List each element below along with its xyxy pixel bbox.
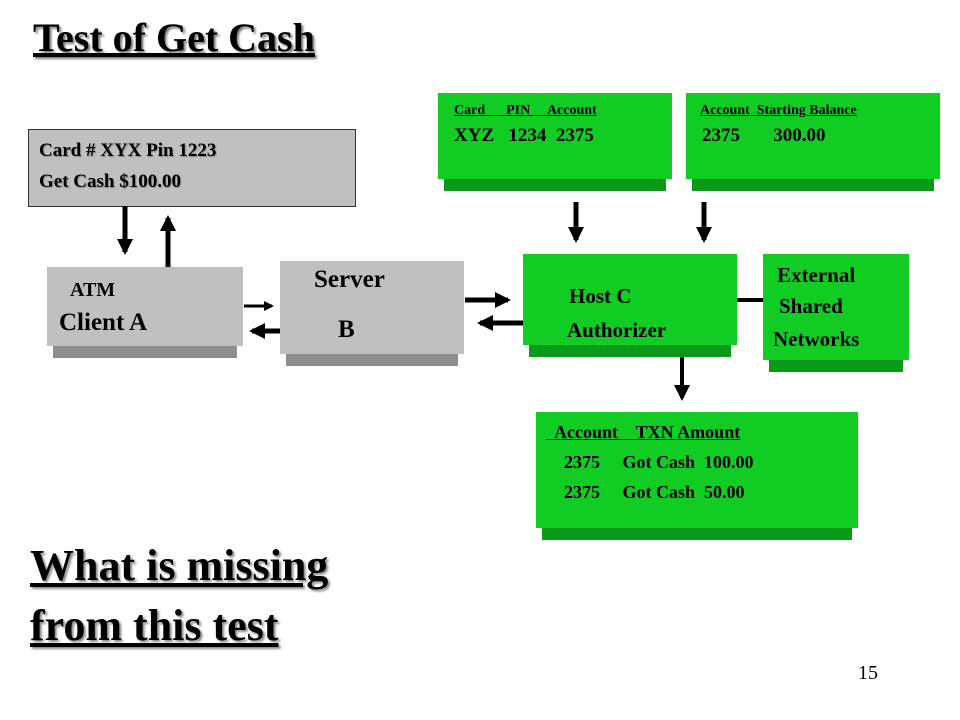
shared-label: Shared: [779, 294, 843, 318]
card-pin-table: Card PIN Account XYZ 1234 2375: [438, 93, 672, 191]
external-networks-box: External Shared Networks: [763, 254, 909, 372]
page-number: 15: [858, 662, 878, 684]
external-label: External: [777, 263, 856, 287]
authorizer-label: Authorizer: [567, 318, 667, 342]
transaction-table: Account TXN Amount 2375 Got Cash 100.00 …: [536, 412, 858, 540]
host-authorizer-box: Host C Authorizer: [523, 254, 737, 357]
card-input-line1: Card # XYX Pin 1223: [39, 140, 217, 161]
question-line-2: from this test: [30, 601, 279, 650]
server-label: Server: [314, 266, 385, 293]
card-input-box: Card # XYX Pin 1223 Get Cash $100.00: [28, 129, 356, 207]
atm-label: ATM: [70, 279, 116, 301]
balance-table: Account Starting Balance 2375 300.00: [686, 93, 940, 191]
balance-table-row: 2375 300.00: [702, 125, 826, 146]
server-b-label: B: [338, 316, 355, 343]
txn-table-header: Account TXN Amount: [546, 422, 741, 442]
txn-row-1: 2375 Got Cash 100.00: [564, 452, 754, 472]
host-label: Host C: [569, 284, 632, 308]
card-table-row: XYZ 1234 2375: [454, 125, 594, 146]
txn-row-2: 2375 Got Cash 50.00: [564, 482, 745, 502]
balance-table-header: Account Starting Balance: [700, 103, 857, 118]
question-line-1: What is missing: [30, 541, 329, 590]
server-box: Server B: [280, 261, 464, 366]
networks-label: Networks: [773, 327, 860, 351]
client-a-label: Client A: [59, 309, 148, 336]
slide-title: Test of Get Cash: [33, 15, 315, 60]
card-table-header: Card PIN Account: [454, 103, 597, 118]
card-input-line2: Get Cash $100.00: [39, 171, 181, 192]
atm-client-box: ATM Client A: [47, 267, 243, 358]
